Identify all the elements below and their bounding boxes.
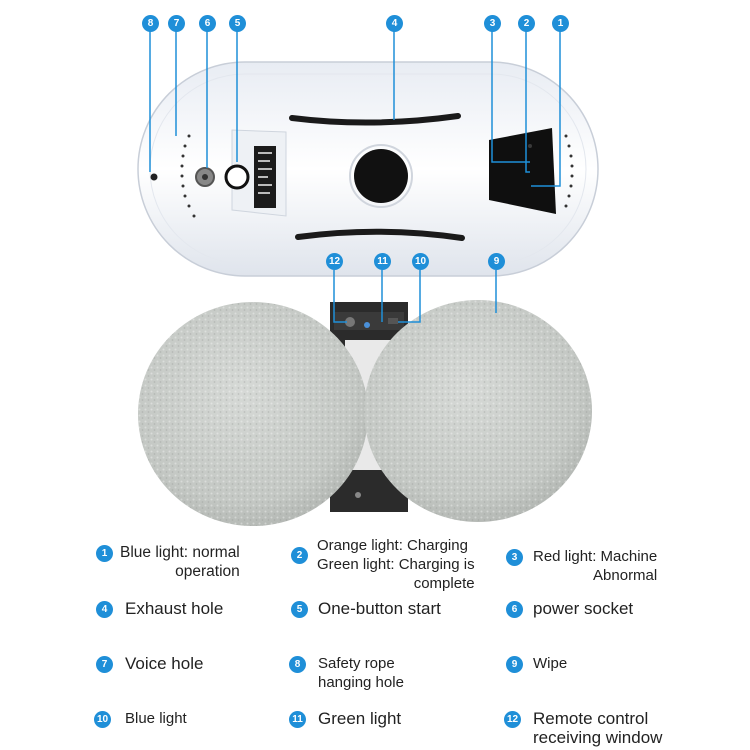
legend-badge: 5 bbox=[291, 601, 308, 618]
legend-badge: 4 bbox=[96, 601, 113, 618]
indicator-panel bbox=[489, 128, 556, 214]
legend-badge: 12 bbox=[504, 711, 521, 728]
start-button bbox=[224, 164, 250, 190]
safety-rope-hole bbox=[150, 173, 158, 181]
callout-6: 6 bbox=[199, 15, 216, 32]
legend-label-line2: hanging hole bbox=[318, 674, 404, 691]
legend-badge: 6 bbox=[506, 601, 523, 618]
callout-10: 10 bbox=[412, 253, 429, 270]
legend-label-line2: Green light: Charging is bbox=[317, 556, 475, 573]
callout-3: 3 bbox=[484, 15, 501, 32]
robot-body bbox=[137, 61, 599, 277]
mop-pads bbox=[138, 300, 592, 526]
callout-7: 7 bbox=[168, 15, 185, 32]
legend-badge: 7 bbox=[96, 656, 113, 673]
legend-label: Wipe bbox=[533, 655, 568, 672]
callout-11: 11 bbox=[374, 253, 391, 270]
legend-label-line3: complete bbox=[413, 575, 475, 592]
legend-badge: 10 bbox=[94, 711, 111, 728]
legend-label: Exhaust hole bbox=[125, 599, 224, 618]
callout-2: 2 bbox=[518, 15, 535, 32]
legend-label-line2: Abnormal bbox=[593, 567, 658, 584]
legend-label: Orange light: Charging bbox=[317, 537, 468, 554]
callout-5: 5 bbox=[229, 15, 246, 32]
legend-label: Voice hole bbox=[125, 654, 204, 673]
callout-1: 1 bbox=[552, 15, 569, 32]
legend-label: Safety rope bbox=[318, 655, 395, 672]
exhaust-slot-top bbox=[289, 113, 461, 126]
legend-label: power socket bbox=[533, 599, 634, 618]
legend-badge: 11 bbox=[289, 711, 306, 728]
callout-9: 9 bbox=[488, 253, 505, 270]
legend-label: Blue light: normal bbox=[120, 544, 240, 561]
legend-item-8: 8 Safety rope hanging hole bbox=[289, 654, 469, 696]
legend-badge: 1 bbox=[96, 545, 113, 562]
legend-label: Blue light bbox=[125, 710, 187, 727]
callout-8: 8 bbox=[142, 15, 159, 32]
legend-badge: 9 bbox=[506, 656, 523, 673]
legend-label-line2: operation bbox=[175, 563, 240, 580]
center-window bbox=[354, 149, 408, 203]
voice-holes bbox=[180, 134, 196, 218]
legend-label-line2: receiving window bbox=[533, 728, 663, 747]
callout-4: 4 bbox=[386, 15, 403, 32]
legend-item-1: 1 Blue light: normal operation bbox=[96, 543, 286, 585]
callout-12: 12 bbox=[326, 253, 343, 270]
legend-badge: 8 bbox=[289, 656, 306, 673]
legend-badge: 3 bbox=[506, 549, 523, 566]
robot-illustration bbox=[137, 31, 599, 526]
legend-label: Red light: Machine bbox=[533, 548, 658, 565]
legend-label: Remote control bbox=[533, 709, 649, 728]
legend-label: One-button start bbox=[318, 599, 441, 618]
legend-label: Green light bbox=[318, 709, 402, 728]
exhaust-slot-bottom bbox=[295, 228, 465, 241]
legend-badge: 2 bbox=[291, 547, 308, 564]
